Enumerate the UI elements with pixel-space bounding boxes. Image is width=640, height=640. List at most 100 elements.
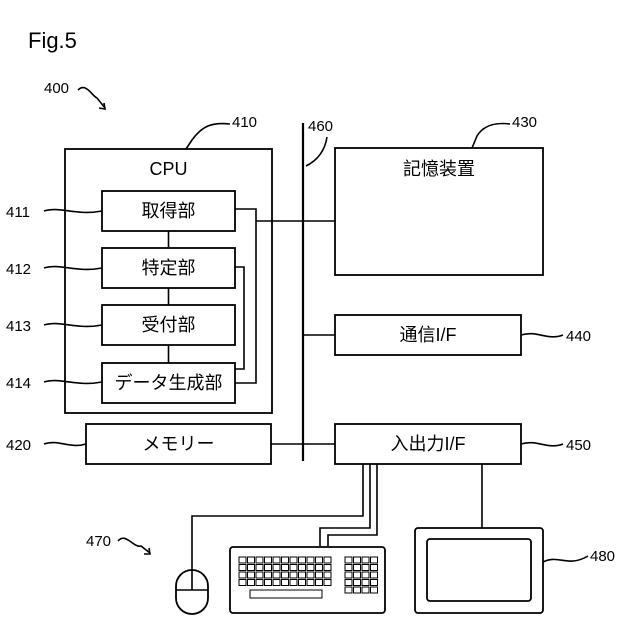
keyboard-key — [345, 572, 352, 578]
mouse-icon — [176, 570, 208, 614]
keyboard-key — [273, 557, 280, 563]
keyboard-key — [354, 572, 361, 578]
io-if-ref: 450 — [566, 437, 591, 454]
keyboard-key — [362, 557, 369, 563]
keyboard-key — [290, 557, 297, 563]
comm-if-leader — [521, 334, 563, 337]
keyboard-key — [239, 565, 246, 571]
keyboard-key — [354, 557, 361, 563]
keyboard-key — [248, 572, 255, 578]
keyboard-key — [256, 565, 263, 571]
keyboard-key — [316, 580, 323, 586]
keyboard-key — [273, 572, 280, 578]
keyboard-key — [282, 580, 289, 586]
unit-identification-label: 特定部 — [142, 258, 196, 278]
keyboard-key — [282, 565, 289, 571]
cpu-leader — [186, 124, 230, 149]
display-ref: 480 — [590, 548, 615, 565]
keyboard-key — [265, 557, 272, 563]
peripherals-ref: 470 — [86, 533, 111, 550]
keyboard-key — [362, 565, 369, 571]
keyboard-key — [256, 557, 263, 563]
keyboard-key — [307, 565, 314, 571]
keyboard-key — [316, 572, 323, 578]
unit-acquisition-ref: 411 — [6, 204, 30, 221]
keyboard-key — [362, 572, 369, 578]
cpu-ref: 410 — [232, 114, 257, 131]
keyboard-key — [371, 572, 378, 578]
unit-acquisition-label: 取得部 — [142, 201, 196, 221]
keyboard-key — [265, 572, 272, 578]
keyboard-key — [345, 557, 352, 563]
keyboard-key — [290, 580, 297, 586]
keyboard-key — [290, 572, 297, 578]
keyboard-key — [265, 565, 272, 571]
unit-datagen-ref: 414 — [6, 375, 31, 392]
io-if-label: 入出力I/F — [391, 434, 466, 454]
display-leader — [543, 556, 588, 562]
keyboard-key — [307, 580, 314, 586]
keyboard-key — [248, 557, 255, 563]
keyboard-icon — [230, 547, 385, 613]
keyboard-key — [354, 565, 361, 571]
system-ref: 400 — [44, 80, 69, 97]
keyboard-key — [316, 557, 323, 563]
keyboard-key — [324, 565, 331, 571]
system-leader — [78, 88, 105, 108]
keyboard-key — [299, 565, 306, 571]
bus-leader — [306, 137, 327, 166]
memory-leader — [44, 443, 86, 446]
keyboard-key — [290, 565, 297, 571]
peripherals-leader — [118, 538, 150, 553]
memory-label: メモリー — [143, 434, 215, 454]
bus-ref: 460 — [308, 118, 333, 135]
keyboard-key — [324, 572, 331, 578]
keyboard-key — [239, 580, 246, 586]
keyboard-key — [265, 580, 272, 586]
keyboard-key — [371, 565, 378, 571]
storage-label: 記憶装置 — [403, 159, 475, 179]
keyboard-key — [345, 565, 352, 571]
keyboard-key — [248, 580, 255, 586]
memory-ref: 420 — [6, 437, 31, 454]
keyboard-key — [362, 580, 369, 586]
keyboard-key — [299, 557, 306, 563]
keyboard-key — [354, 580, 361, 586]
keyboard-key — [282, 557, 289, 563]
keyboard-key — [299, 572, 306, 578]
keyboard-key — [273, 565, 280, 571]
keyboard-key — [256, 580, 263, 586]
keyboard-key — [282, 572, 289, 578]
keyboard-key — [371, 557, 378, 563]
keyboard-key — [362, 587, 369, 593]
keyboard-key — [307, 572, 314, 578]
keyboard-key — [307, 557, 314, 563]
unit-datagen-label: データ生成部 — [115, 373, 223, 393]
keyboard-key — [345, 587, 352, 593]
unit-reception-label: 受付部 — [142, 315, 196, 335]
keyboard-key — [273, 580, 280, 586]
keyboard-key — [239, 557, 246, 563]
comm-if-label: 通信I/F — [400, 325, 457, 345]
figure-title: Fig.5 — [28, 28, 77, 53]
unit-reception-ref: 413 — [6, 318, 31, 335]
display-icon — [415, 528, 543, 613]
keyboard-key — [299, 580, 306, 586]
keyboard-key — [354, 587, 361, 593]
unit-identification-ref: 412 — [6, 261, 31, 278]
keyboard-key — [324, 557, 331, 563]
keyboard-key — [324, 580, 331, 586]
keyboard-key — [256, 572, 263, 578]
cpu-label: CPU — [149, 159, 187, 179]
io-if-leader — [521, 443, 563, 446]
keyboard-key — [239, 572, 246, 578]
keyboard-key — [371, 587, 378, 593]
keyboard-key — [371, 580, 378, 586]
keyboard-key — [345, 580, 352, 586]
keyboard-key — [248, 565, 255, 571]
storage-leader — [472, 124, 510, 149]
storage-ref: 430 — [512, 114, 537, 131]
keyboard-key — [316, 565, 323, 571]
spacebar-key — [250, 590, 322, 598]
